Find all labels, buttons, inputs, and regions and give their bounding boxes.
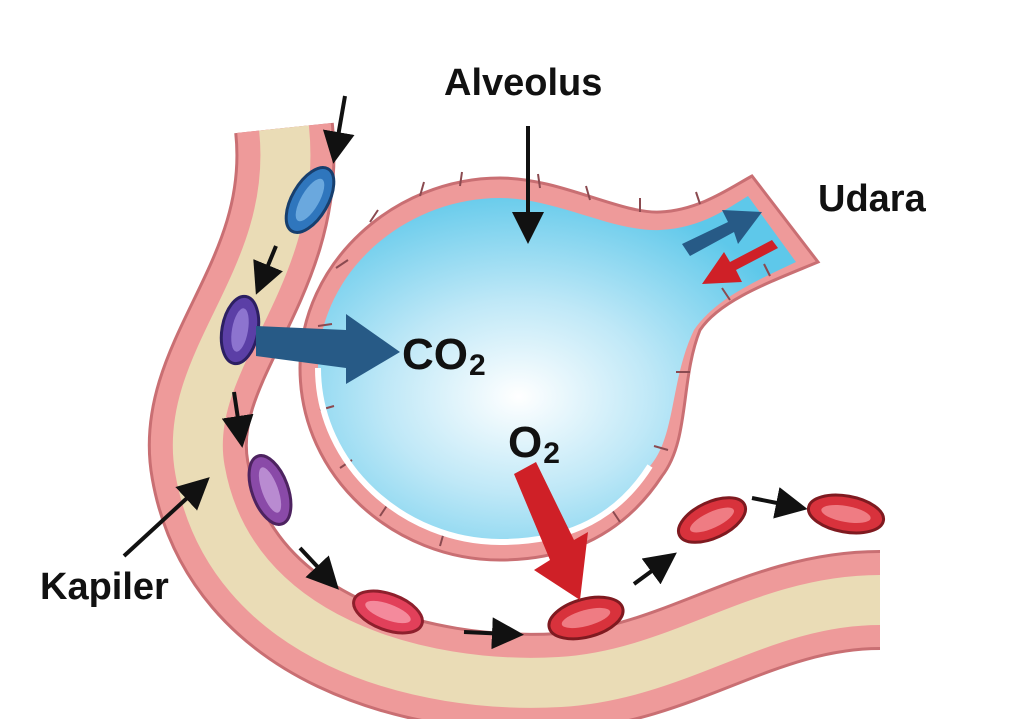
co2-label-main: CO [402, 330, 468, 379]
alveolus-sac [298, 171, 821, 562]
label-pointers [122, 126, 544, 558]
flow-arrow [221, 391, 254, 448]
kapiler-label: Kapiler [40, 566, 169, 608]
oxygenated-cell [352, 589, 424, 635]
transition-cell [219, 294, 261, 366]
co2-arrow [256, 314, 400, 384]
oxygenated-cell [547, 595, 625, 641]
alveolus-label: Alveolus [444, 62, 603, 104]
transition-cell [247, 454, 293, 526]
flow-arrow [322, 95, 355, 164]
alveolus-outline-front [315, 367, 653, 546]
co2-label: CO2 [402, 330, 486, 382]
oxygenated-cell [676, 496, 748, 544]
flow-arrow [751, 487, 808, 519]
alveolus-air-space [318, 196, 796, 542]
blood-flow-arrows [221, 95, 808, 650]
o2-label-subscript: 2 [543, 437, 560, 470]
co2-label-subscript: 2 [469, 349, 486, 382]
flow-arrow [253, 245, 283, 295]
flow-arrow [298, 546, 339, 590]
air-out-arrow [702, 240, 778, 284]
o2-label-main: O [508, 418, 543, 467]
kapiler-pointer-arrow [122, 477, 210, 558]
air-in-arrow [682, 210, 762, 256]
o2-arrow [514, 462, 588, 600]
flow-arrow [632, 552, 677, 586]
deoxygenated-cell [284, 166, 336, 234]
oxygenated-cell [806, 493, 886, 535]
flow-arrow [463, 617, 524, 650]
o2-label: O2 [508, 418, 560, 470]
blood-cells [219, 166, 886, 641]
udara-label: Udara [818, 178, 926, 220]
